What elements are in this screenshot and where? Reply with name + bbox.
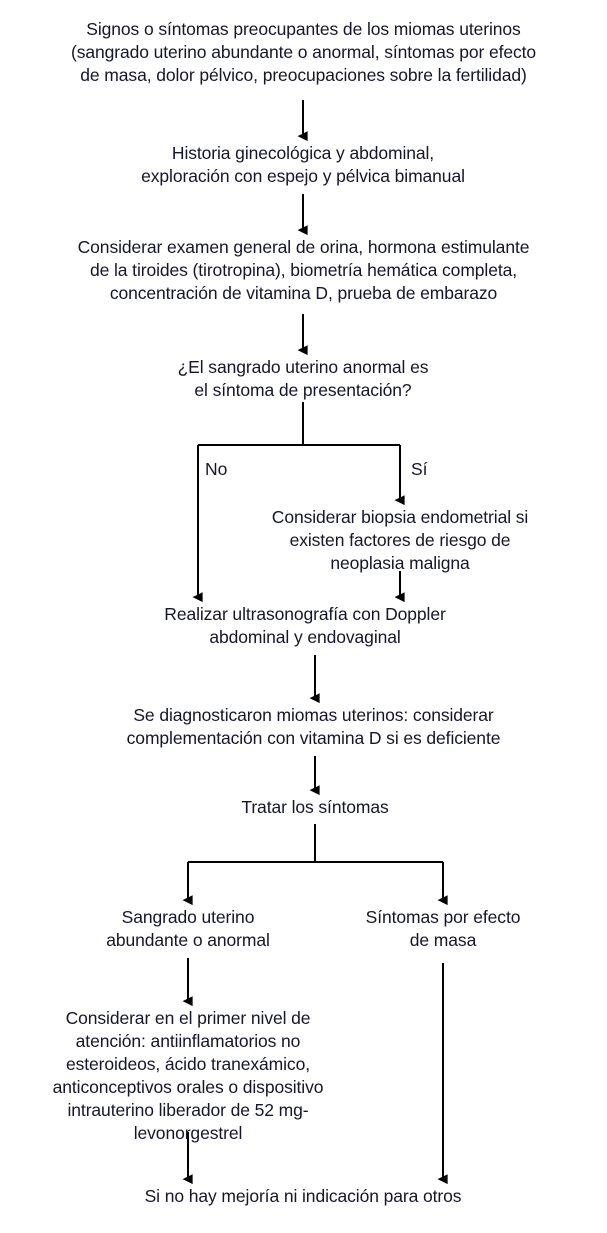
- node-sintomas-efecto-masa: Síntomas por efecto de masa: [365, 907, 521, 950]
- node-sangrado-uterino-abundante: Sangrado uterino abundante o anormal: [106, 907, 270, 950]
- node-historia-ginecologica: Historia ginecológica y abdominal, explo…: [141, 143, 465, 186]
- node-diagnostico-miomas: Se diagnosticaron miomas uterinos: consi…: [126, 705, 501, 748]
- node-examenes-laboratorio: Considerar examen general de orina, horm…: [77, 237, 530, 303]
- node-tratar-sintomas: Tratar los síntomas: [241, 797, 389, 817]
- node-biopsia-endometrial: Considerar biopsia endometrial si existe…: [271, 507, 529, 573]
- branch-label-si: Sí: [411, 459, 428, 479]
- node-ultrasonografia-doppler: Realizar ultrasonografía con Doppler abd…: [164, 604, 446, 647]
- node-primer-nivel-atencion: Considerar en el primer nivel de atenció…: [52, 1008, 324, 1143]
- node-sin-mejoria: Si no hay mejoría ni indicación para otr…: [144, 1186, 462, 1206]
- node-sintomas-preocupantes: Signos o síntomas preocupantes de los mi…: [70, 19, 537, 85]
- branch-label-no: No: [205, 459, 228, 479]
- node-pregunta-sangrado-anormal: ¿El sangrado uterino anormal es el sínto…: [177, 357, 429, 400]
